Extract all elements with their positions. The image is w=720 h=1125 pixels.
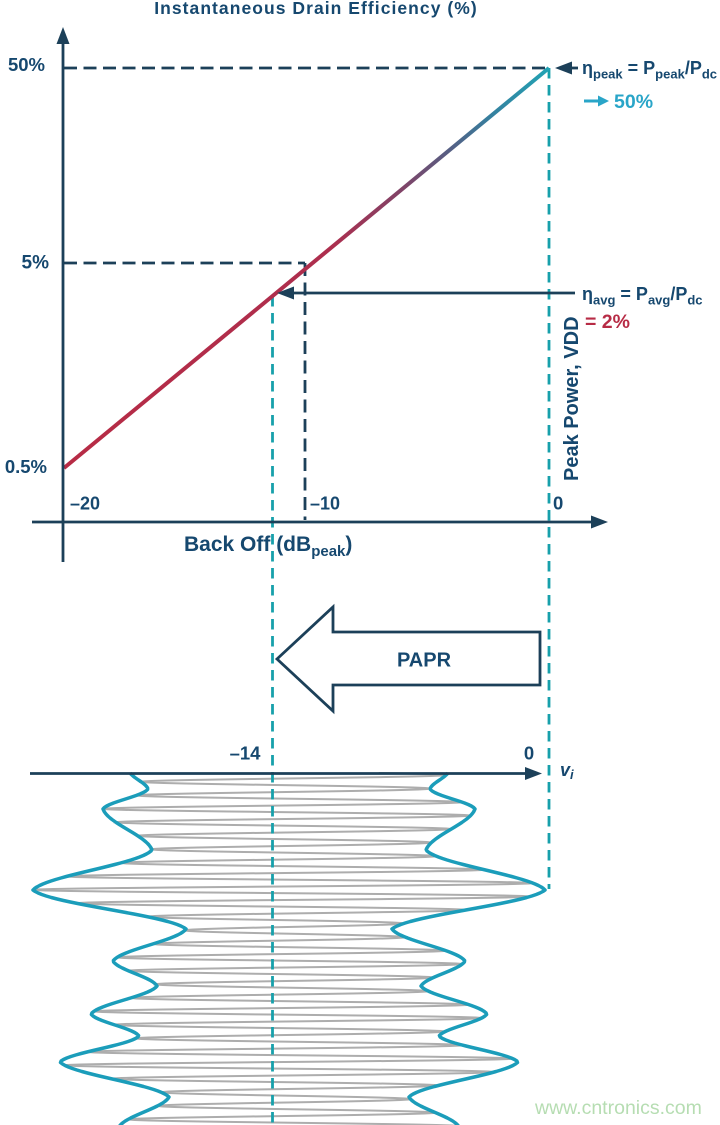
svg-text:–10: –10 <box>310 494 340 514</box>
svg-text:0: 0 <box>553 493 563 514</box>
svg-text:0: 0 <box>524 743 534 764</box>
svg-text:Peak Power, VDD: Peak Power, VDD <box>561 316 583 481</box>
svg-text:50%: 50% <box>614 91 653 113</box>
svg-text:PAPR: PAPR <box>397 650 452 672</box>
svg-text:0.5%: 0.5% <box>5 456 47 477</box>
svg-text:www.cntronics.com: www.cntronics.com <box>534 1097 702 1119</box>
svg-text:5%: 5% <box>22 253 50 274</box>
svg-text:Instantaneous Drain Efficiency: Instantaneous Drain Efficiency (%) <box>154 0 478 18</box>
svg-text:–20: –20 <box>70 494 100 514</box>
svg-text:–14: –14 <box>230 743 262 764</box>
svg-text:= 2%: = 2% <box>585 311 630 333</box>
svg-text:50%: 50% <box>8 54 45 75</box>
